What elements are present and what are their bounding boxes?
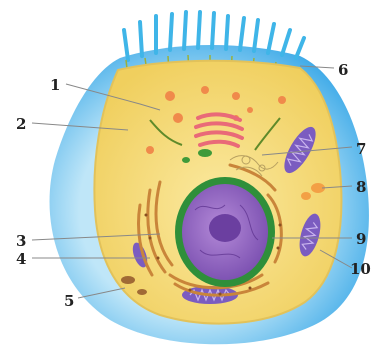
label-6: 6 [338,61,348,79]
label-4: 4 [16,250,26,268]
label-5: 5 [64,292,74,310]
label-3: 3 [16,232,26,250]
label-7: 7 [356,140,366,158]
nucleolus [209,214,241,242]
label-2: 2 [16,115,26,133]
label-1: 1 [50,76,60,94]
label-9: 9 [356,230,366,248]
label-8: 8 [356,178,366,196]
nucleus [175,177,275,287]
label-10: 10 [350,260,371,278]
